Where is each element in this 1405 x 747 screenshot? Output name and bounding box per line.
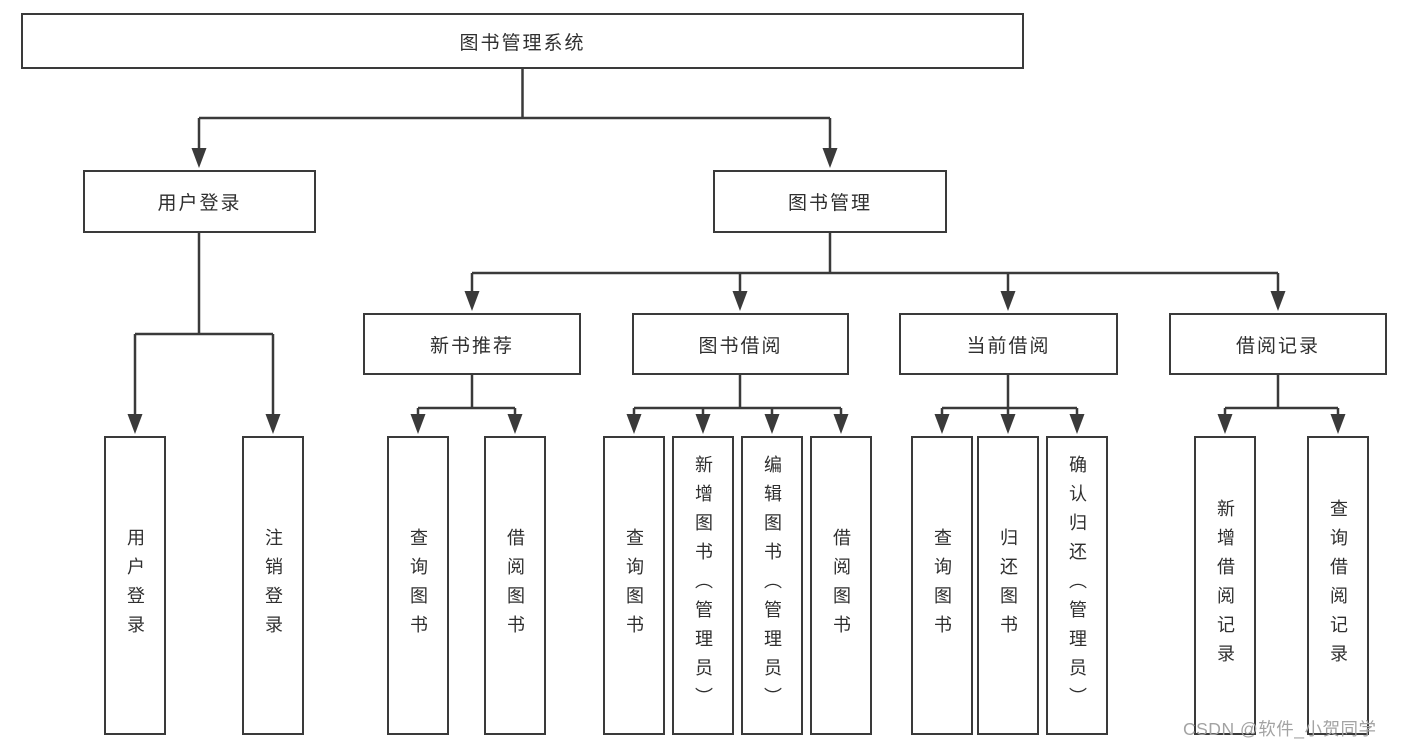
leaf-edit-books-admin: 编辑图书（管理员） — [741, 436, 803, 735]
node-borrowing-records: 借阅记录 — [1169, 313, 1387, 375]
node-label: 当前借阅 — [966, 335, 1051, 357]
leaf-confirm-return-admin: 确认归还（管理员） — [1046, 436, 1108, 735]
leaf-label: 借阅图书 — [831, 527, 851, 644]
leaf-label: 新增借阅记录 — [1215, 498, 1235, 673]
node-new-book-recommendation: 新书推荐 — [363, 313, 581, 375]
leaf-label: 注销登录 — [263, 527, 283, 644]
leaf-label: 查询图书 — [408, 527, 428, 644]
node-user-login: 用户登录 — [83, 170, 316, 233]
leaf-query-books-recommend: 查询图书 — [387, 436, 449, 735]
leaf-label: 新增图书（管理员） — [693, 455, 713, 716]
leaf-add-borrow-record: 新增借阅记录 — [1194, 436, 1256, 735]
leaf-label: 查询图书 — [624, 527, 644, 644]
leaf-borrow-books: 借阅图书 — [810, 436, 872, 735]
leaf-query-borrow-record: 查询借阅记录 — [1307, 436, 1369, 735]
node-book-borrowing: 图书借阅 — [632, 313, 849, 375]
leaf-add-books-admin: 新增图书（管理员） — [672, 436, 734, 735]
leaf-user-login: 用户登录 — [104, 436, 166, 735]
node-current-borrowing: 当前借阅 — [899, 313, 1118, 375]
leaf-label: 借阅图书 — [505, 527, 525, 644]
leaf-label: 用户登录 — [125, 527, 145, 644]
leaf-label: 归还图书 — [998, 527, 1018, 644]
node-label: 借阅记录 — [1235, 335, 1320, 357]
leaf-borrow-books-recommend: 借阅图书 — [484, 436, 546, 735]
node-label: 图书管理 — [787, 193, 872, 214]
node-library-management-system: 图书管理系统 — [21, 13, 1024, 69]
watermark: CSDN @软件_小贺同学 — [1183, 719, 1377, 739]
leaf-label: 编辑图书（管理员） — [762, 455, 782, 716]
node-label: 用户登录 — [157, 193, 242, 214]
leaf-return-books: 归还图书 — [977, 436, 1039, 735]
leaf-label: 确认归还（管理员） — [1067, 455, 1087, 716]
node-label: 新书推荐 — [429, 335, 514, 357]
arrowhead-icons — [127, 148, 1346, 434]
leaf-logout: 注销登录 — [242, 436, 304, 735]
leaf-query-books-borrowing: 查询图书 — [603, 436, 665, 735]
leaf-label: 查询图书 — [932, 527, 952, 644]
leaf-label: 查询借阅记录 — [1328, 498, 1348, 673]
leaf-query-books-current: 查询图书 — [911, 436, 973, 735]
node-book-management: 图书管理 — [713, 170, 947, 233]
node-label: 图书借阅 — [698, 335, 783, 357]
node-label: 图书管理系统 — [459, 32, 586, 54]
